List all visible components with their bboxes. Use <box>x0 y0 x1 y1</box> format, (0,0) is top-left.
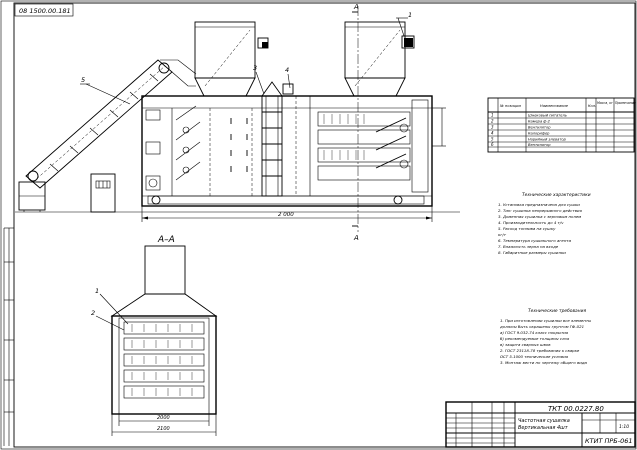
cut-mark-bottom: А <box>353 234 359 242</box>
main-elevation: 2 000 А А 5 3 4 <box>15 3 460 242</box>
corner-code: 08 1500.00.181 <box>19 7 71 15</box>
callout-5: 5 <box>80 76 131 105</box>
note-line: 5. Расход топлива на сушку <box>498 226 556 231</box>
svg-text:2100: 2100 <box>157 426 170 432</box>
bucket-elevator <box>18 59 197 212</box>
callout-4: 4 <box>285 66 291 89</box>
furnace-unit <box>90 173 116 213</box>
svg-text:5: 5 <box>81 76 85 84</box>
svg-text:2000: 2000 <box>157 415 170 421</box>
note-line: 1. При изготовлении сушилки все элементы <box>500 318 591 323</box>
svg-text:1: 1 <box>408 11 412 19</box>
notes-requirements: Технические требования 1. При изготовлен… <box>499 308 591 365</box>
svg-text:2: 2 <box>91 309 95 317</box>
spec-rows: 1 Шнековый питатель 2 Камера ф-2 3 Венти… <box>491 113 567 148</box>
cut-line-a: А А <box>352 3 359 242</box>
spec-header-pos: № позиции <box>499 104 521 108</box>
spec-row-pos: 6 <box>491 142 494 147</box>
spec-table: № позиции Наименование Кол. Масса, кг Пр… <box>487 97 636 153</box>
note-line: 8. Габаритные размеры сушилки <box>498 250 566 255</box>
callout-3: 3 <box>253 64 265 95</box>
spec-row-name: Норийный элеватор <box>528 138 567 142</box>
central-column <box>261 81 311 197</box>
notes-title-2: Технические требования <box>528 308 586 314</box>
title-line-1: Частотная сушилка <box>518 418 570 424</box>
spec-row-pos: 2 <box>491 119 494 124</box>
spec-row-name: Вентилятор <box>528 126 551 130</box>
base-frame <box>141 195 433 212</box>
spec-row-name: Вентилятор <box>528 143 551 147</box>
dim-section: 2000 2100 <box>111 414 217 436</box>
note-line: 4. Производительность до 4 т/ч <box>498 220 564 225</box>
spec-row-name: Камера ф-2 <box>528 120 551 124</box>
spec-header-name: Наименование <box>540 104 569 108</box>
spec-row-name: Калорифер <box>528 132 550 136</box>
spec-header-mass: Масса, кг <box>597 101 613 105</box>
note-line: 7. Влажность зерна на входе <box>498 244 559 249</box>
note-line: 2. ГОСТ 23118-78 требования к сварке <box>500 348 580 353</box>
spec-row-pos: 1 <box>491 113 494 118</box>
callout-1: 1 <box>396 11 412 37</box>
dryer-body <box>141 95 433 207</box>
note-line: 3. Монтаж вести по чертежу общего вида <box>500 360 588 365</box>
cut-mark-top: А <box>353 3 359 11</box>
note-line: должны быть окрашены грунтом ГФ-021 <box>499 324 584 329</box>
section-label: А–А <box>157 235 175 245</box>
hopper-right <box>344 21 415 97</box>
notes-characteristics: Технические характеристики 1. Установка … <box>498 192 591 255</box>
inner-frame <box>13 2 636 448</box>
spec-row-pos: 3 <box>491 125 494 130</box>
svg-text:3: 3 <box>253 64 257 72</box>
dim-main-length: 2 000 <box>141 212 433 222</box>
spec-row-pos: 4 <box>491 131 494 136</box>
note-line: 3. Доменная сушилка с зерновым полем <box>498 214 581 219</box>
section-callout-2: 2 <box>91 309 125 331</box>
hopper-left <box>194 21 269 97</box>
section-view: А–А <box>91 235 218 436</box>
spec-header-qty: Кол. <box>588 104 596 108</box>
designation: ТКТ 00.0227.80 <box>548 405 604 413</box>
svg-text:1: 1 <box>95 287 99 295</box>
note-line: кг/т <box>498 232 507 237</box>
org-code: КТИТ ПРБ-061 <box>585 437 633 445</box>
dim-height <box>432 107 446 147</box>
note-line: 2. Тип: сушилка непрерывного действия <box>498 208 583 213</box>
binding-strip <box>3 227 14 446</box>
right-chamber <box>317 99 429 193</box>
spec-row-pos: 5 <box>491 137 494 142</box>
title-line-2: Вертикальная 4шт <box>518 425 569 431</box>
title-block: ТКТ 00.0227.80 Частотная сушилка Вертика… <box>445 401 636 448</box>
section-callout-1: 1 <box>95 287 129 325</box>
corner-code-box: 08 1500.00.181 <box>14 3 74 17</box>
note-line: а) ГОСТ 9.032-74 класс покрытия <box>500 330 569 335</box>
svg-text:4: 4 <box>285 66 289 74</box>
note-line: б) рекомендуемые толщины слоя <box>500 336 570 341</box>
note-line: ОСТ 5.1000 технические условия <box>500 354 569 359</box>
note-line: 6. Температура сушильного агента <box>498 238 572 243</box>
scale: 1:10 <box>619 424 629 430</box>
spec-row-name: Шнековый питатель <box>528 114 567 118</box>
note-line: 1. Установка предназначена для сушки <box>498 202 580 207</box>
note-line: в) защита сварных швов <box>500 342 551 347</box>
dim-main-length-text: 2 000 <box>278 212 294 218</box>
left-chamber <box>145 105 253 196</box>
spec-header-note: Примечание <box>615 101 636 105</box>
section-trays <box>123 321 205 399</box>
notes-title-1: Технические характеристики <box>522 192 591 198</box>
